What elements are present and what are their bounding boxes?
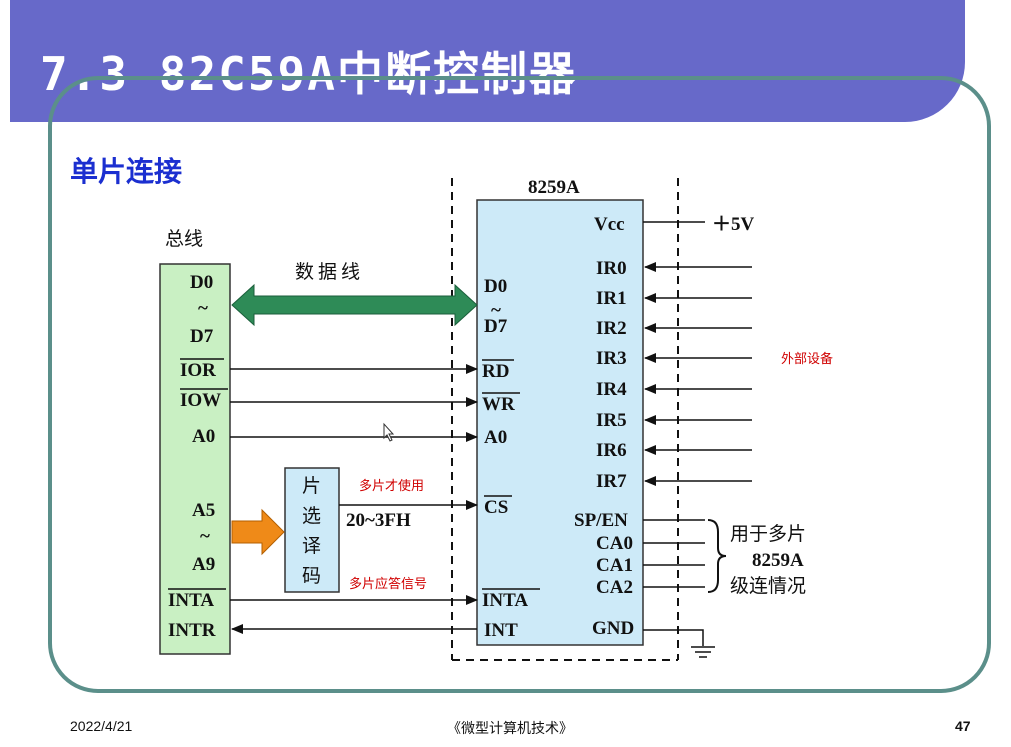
cascade-brace	[707, 519, 727, 593]
chip-pin-ir7: IR7	[596, 471, 627, 492]
cascade-note-line1: 用于多片	[730, 523, 806, 545]
chip-pin-int: INT	[484, 620, 518, 641]
footer-date: 2022/4/21	[70, 718, 133, 734]
chip-pin-wr: WR	[482, 394, 515, 415]
section-subtitle: 单片连接	[70, 155, 183, 188]
power-label: ＋5V	[712, 214, 755, 235]
chip-pin-ir2: IR2	[596, 318, 627, 339]
annotation-multi-chip-ack: 多片应答信号	[349, 576, 427, 592]
chip-pin-gnd: GND	[592, 618, 634, 639]
address-arrow	[231, 508, 285, 556]
chip-pin-ir6: IR6	[596, 440, 627, 461]
data-line-arrow	[231, 283, 478, 327]
chip-pin-cs: CS	[484, 497, 508, 518]
chip-pin-ir5: IR5	[596, 410, 627, 431]
chip-8259a-block	[476, 199, 644, 646]
cascade-note-line2: 8259A	[752, 550, 804, 571]
address-range-label: 20~3FH	[346, 510, 411, 531]
bus-pin-a9: A9	[192, 554, 215, 575]
bus-pin-ior: IOR	[180, 360, 216, 381]
title-underline	[10, 122, 918, 125]
chip-pin-spen: SP/EN	[574, 510, 628, 531]
decoder-char-4: 码	[302, 565, 321, 587]
page-title: 7.3 82C59A中断控制器	[40, 47, 577, 101]
decoder-char-1: 片	[302, 475, 321, 497]
chip-select-decoder	[284, 467, 340, 593]
bus-pin-tilde2: ~	[200, 526, 210, 547]
chip-pin-ca1: CA1	[596, 555, 633, 576]
bus-pin-d7: D7	[190, 326, 214, 347]
chip-pin-ca0: CA0	[596, 533, 633, 554]
chip-pin-rd: RD	[482, 361, 509, 382]
footer-course: 《微型计算机技术》	[447, 720, 573, 736]
decoder-char-3: 译	[302, 535, 321, 557]
annotation-external-devices: 外部设备	[781, 351, 833, 367]
bus-pin-d0: D0	[190, 272, 213, 293]
chip-pin-vcc: Vcc	[594, 214, 625, 235]
title-bar	[10, 0, 965, 122]
chip-pin-ir1: IR1	[596, 288, 627, 309]
chip-pin-ir3: IR3	[596, 348, 627, 369]
chip-pin-tilde: ~	[491, 300, 501, 321]
chip-pin-ir4: IR4	[596, 379, 627, 400]
chip-pin-ca2: CA2	[596, 577, 633, 598]
cascade-note-line3: 级连情况	[730, 575, 806, 597]
data-line-label: 数据线	[295, 261, 364, 283]
bus-pin-inta: INTA	[168, 590, 214, 611]
chip-pin-inta: INTA	[482, 590, 528, 611]
chip-pin-a0: A0	[484, 427, 507, 448]
chip-label: 8259A	[528, 177, 580, 198]
bus-pin-tilde1: ~	[198, 298, 208, 319]
decoder-char-2: 选	[302, 505, 321, 527]
bus-label: 总线	[165, 228, 203, 250]
bus-pin-a5: A5	[192, 500, 215, 521]
bus-pin-a0: A0	[192, 426, 215, 447]
chip-pin-d0: D0	[484, 276, 507, 297]
chip-pin-ir0: IR0	[596, 258, 627, 279]
bus-pin-intr: INTR	[168, 620, 216, 641]
annotation-multi-chip-only: 多片才使用	[359, 478, 424, 494]
gnd-line	[643, 629, 704, 646]
bus-pin-iow: IOW	[180, 390, 221, 411]
chip-pin-d7: D7	[484, 316, 508, 337]
footer-page-number: 47	[955, 718, 971, 734]
content-frame	[48, 76, 991, 693]
mouse-cursor-icon	[383, 422, 395, 442]
